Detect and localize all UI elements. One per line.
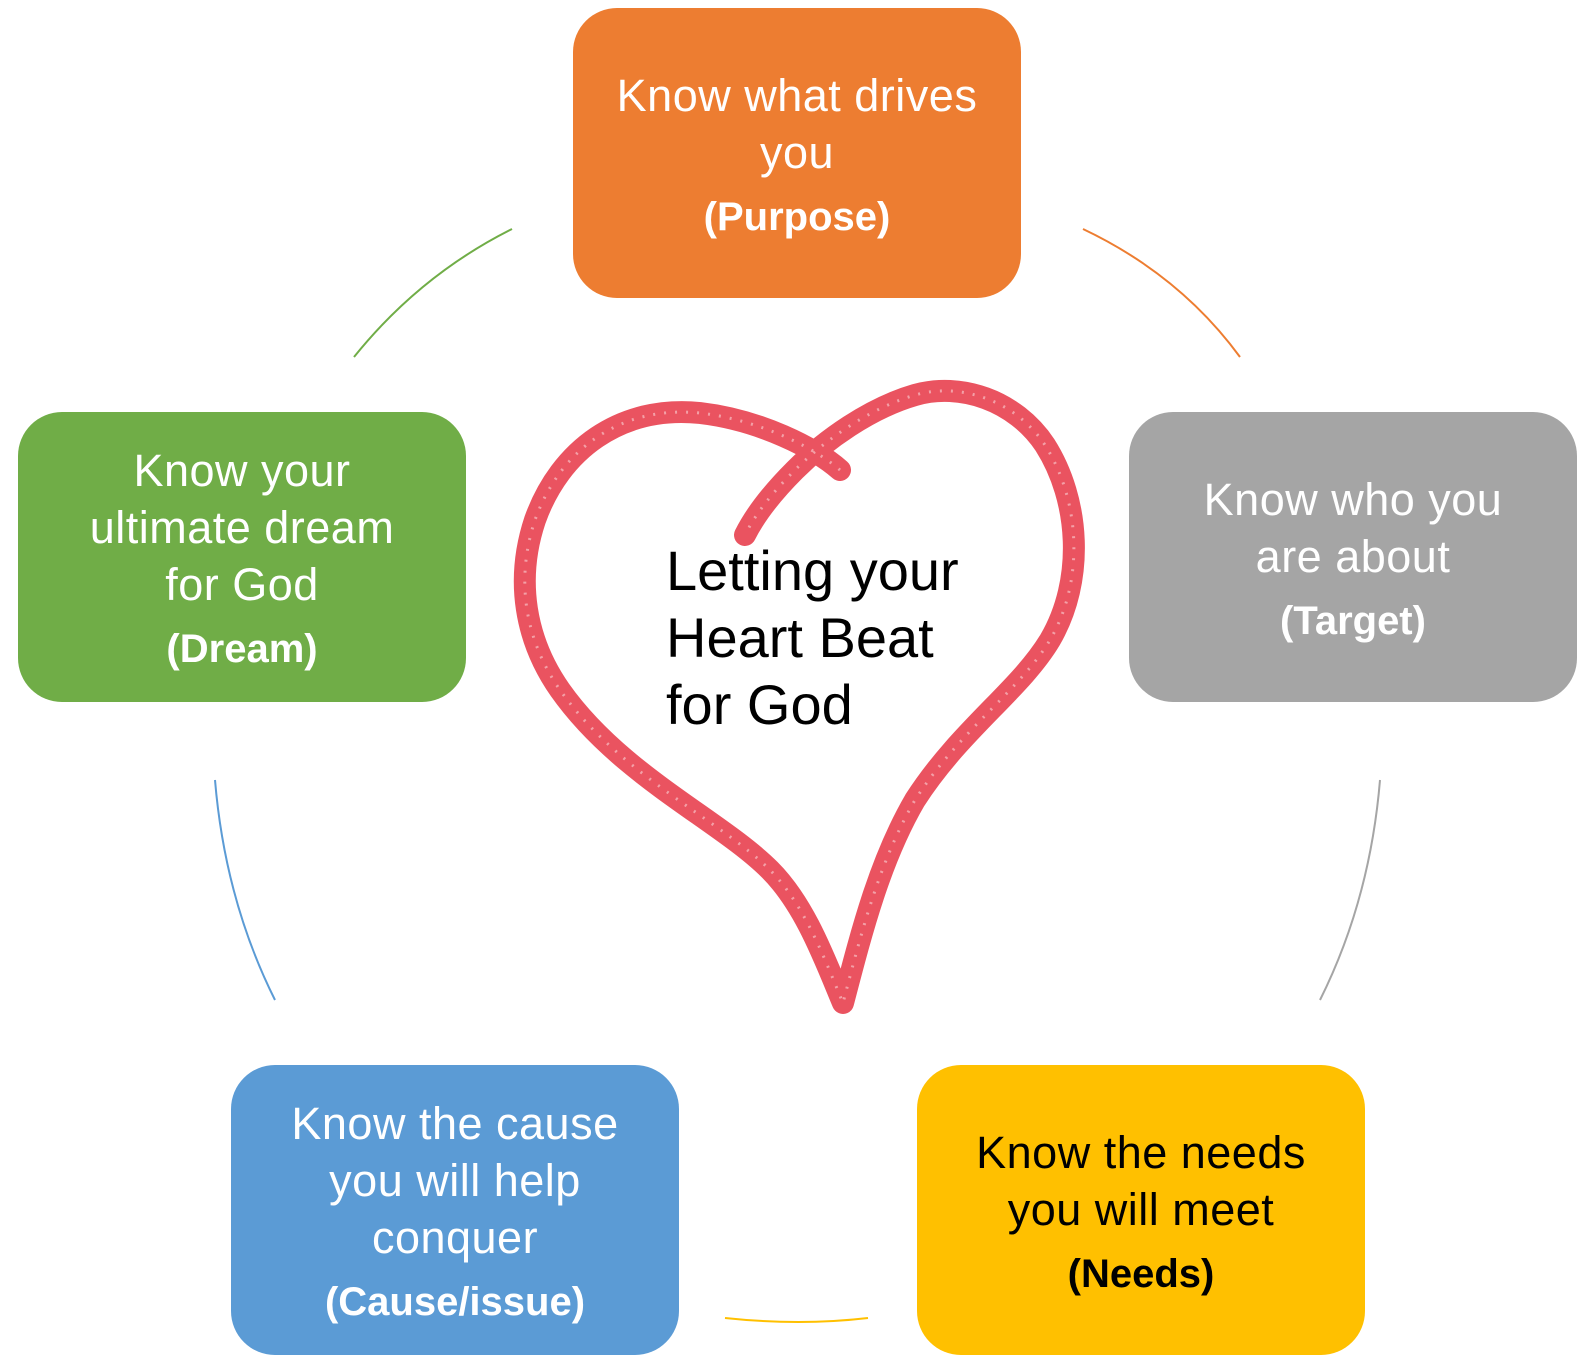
node-cause-tag: (Cause/issue): [324, 1280, 586, 1324]
center-title-line-2: Heart Beat: [666, 606, 934, 669]
node-needs-tag: (Needs): [1067, 1251, 1215, 1296]
connector-cause-dream: [214, 779, 276, 1001]
node-dream-line-3: for God: [165, 559, 319, 610]
node-needs-line-1: Know the needs: [976, 1126, 1306, 1178]
node-needs-line-2: you will meet: [1007, 1183, 1275, 1235]
connector-purpose-target: [1082, 228, 1241, 358]
node-dream-line-2: ultimate dream: [89, 502, 395, 553]
node-cause-line-2: you will help: [329, 1155, 581, 1206]
center-title-line-3: for God: [666, 673, 853, 736]
node-purpose-line-1: Know what drives: [616, 69, 978, 121]
node-dream: Know your ultimate dream for God (Dream): [18, 412, 466, 702]
node-purpose-tag: (Purpose): [703, 194, 891, 239]
node-cause: Know the cause you will help conquer (Ca…: [231, 1065, 679, 1355]
heart-outline: [513, 379, 1085, 1014]
node-target-line-2: are about: [1255, 530, 1451, 582]
connector-target-needs: [1319, 779, 1381, 1001]
connector-dream-purpose: [353, 228, 513, 358]
node-cause-line-1: Know the cause: [291, 1098, 619, 1149]
node-needs: Know the needs you will meet (Needs): [917, 1065, 1365, 1355]
node-target-tag: (Target): [1280, 598, 1426, 643]
heart-outline-texture: [523, 389, 1076, 1008]
node-cause-line-3: conquer: [371, 1212, 539, 1263]
connector-needs-cause: [724, 1317, 869, 1323]
node-purpose: Know what drives you (Purpose): [573, 8, 1021, 298]
center-title: Letting your Heart Beat for God: [666, 537, 1026, 738]
node-dream-tag: (Dream): [166, 627, 318, 671]
node-dream-line-1: Know your: [133, 445, 351, 496]
node-target-line-1: Know who you: [1203, 473, 1503, 525]
center-title-line-1: Letting your: [666, 539, 959, 602]
node-target: Know who you are about (Target): [1129, 412, 1577, 702]
node-purpose-line-2: you: [759, 126, 835, 178]
